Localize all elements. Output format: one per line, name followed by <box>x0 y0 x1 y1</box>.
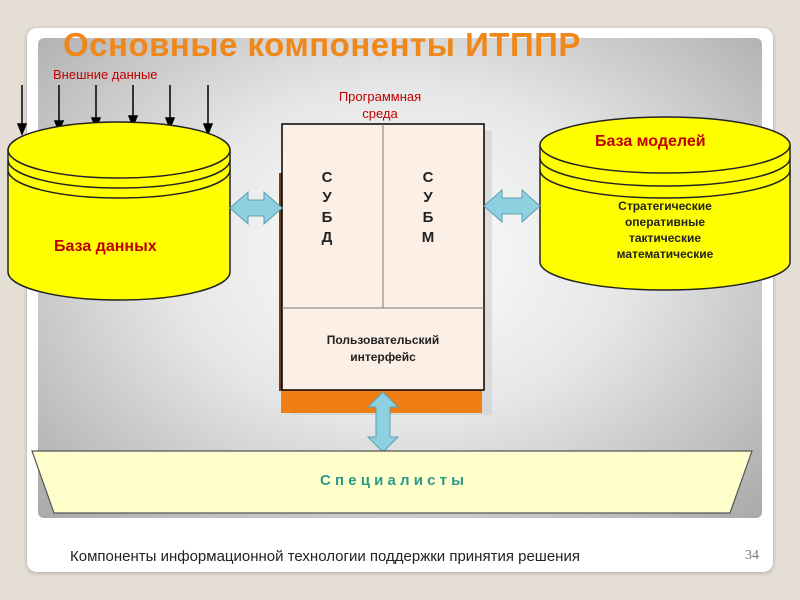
dbms-letter: Д <box>321 229 333 246</box>
mbms-letter: Б <box>422 209 434 226</box>
db-link-arrow <box>229 190 283 226</box>
ui-line: Пользовательский <box>326 333 440 347</box>
block-edge <box>279 173 283 391</box>
model-base-label: База моделей <box>595 133 706 150</box>
software-env-line: Программная <box>338 89 422 104</box>
specialists-label: С п е ц и а л и с т ы <box>320 472 464 489</box>
model-type: тактические <box>628 231 702 245</box>
mbms-letter: С <box>422 169 434 186</box>
model-base-cylinder <box>539 116 791 291</box>
model-types: Стратегические оперативные тактические м… <box>570 198 760 262</box>
model-type: оперативные <box>624 215 706 229</box>
database-cylinder <box>7 121 231 301</box>
software-env-label: Программная среда <box>330 88 430 122</box>
database-label: База данных <box>54 238 157 255</box>
mbms-letter: У <box>423 189 433 206</box>
dbms-letter: Б <box>321 209 333 226</box>
specialists-shape <box>31 450 753 514</box>
user-interface-label: Пользовательский интерфейс <box>282 332 484 366</box>
mbms-letter: М <box>421 229 435 246</box>
slide-title: Основные компоненты ИТППР <box>63 26 581 63</box>
external-data-label: Внешние данные <box>53 67 158 82</box>
model-link-arrow <box>483 188 541 224</box>
dbms-letter: С <box>321 169 333 186</box>
dbms-letter: У <box>322 189 332 206</box>
slide-footer: Компоненты информационной технологии под… <box>70 548 580 565</box>
page-number: 34 <box>745 548 759 563</box>
ui-line: интерфейс <box>350 350 416 364</box>
model-type: математические <box>616 247 714 261</box>
software-env-line: среда <box>362 106 398 121</box>
model-type: Стратегические <box>618 199 712 213</box>
